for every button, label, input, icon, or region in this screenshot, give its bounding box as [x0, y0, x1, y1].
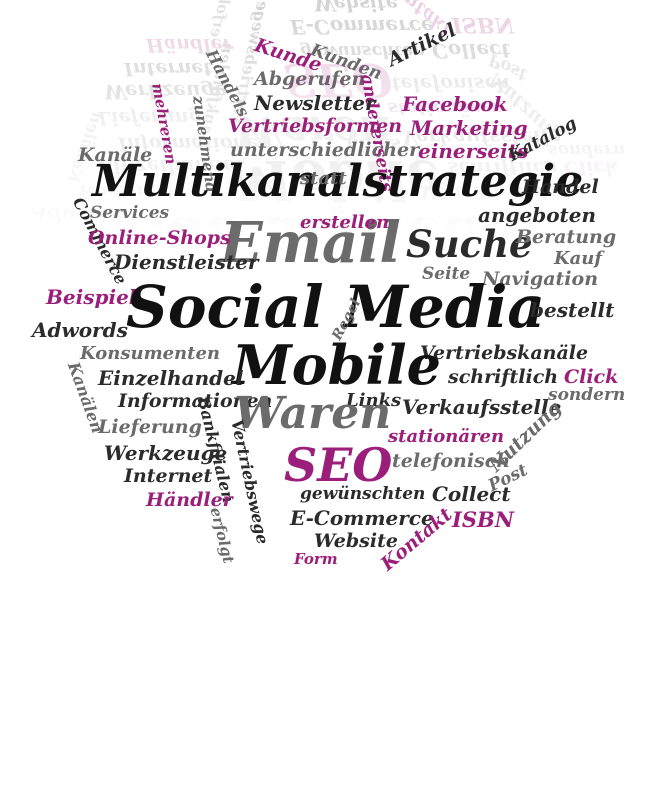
word-click: Click [564, 366, 619, 388]
word-handel: Handel [522, 176, 599, 198]
word-marketing: Marketing [410, 116, 528, 140]
word-abgerufen: Abgerufen [254, 68, 366, 90]
word-beratung: Beratung [516, 226, 617, 248]
word-unterschiedlicher: unterschiedlicher [230, 139, 420, 161]
word-links: Links [346, 390, 402, 411]
word-beispiel: Beispiel [46, 285, 137, 309]
word-vertriebsformen: Vertriebsformen [228, 115, 403, 137]
word-haendler: Händler [146, 489, 233, 511]
word-artikel: Artikel [384, 19, 460, 71]
word-services: Services [90, 203, 170, 223]
word-mehreren: mehreren [148, 81, 181, 166]
word-collect: Collect [432, 482, 511, 506]
word-social-media: Social Media [126, 273, 545, 341]
word-schriftlich: schriftlich [448, 366, 559, 388]
word-newsletter: Newsletter [254, 91, 376, 115]
word-kanaele: Kanäle [78, 144, 153, 166]
word-stationaeren: stationären [388, 426, 505, 447]
word-gewuenschten: gewünschten [300, 484, 426, 504]
word-erstellen: erstellen [300, 212, 390, 233]
word-isbn: ISBN [452, 507, 514, 532]
word-einerseits: einerseits [418, 139, 529, 163]
word-verkaufsstelle: Verkaufsstelle [402, 395, 562, 419]
word-online-shops: Online-Shops [88, 227, 231, 249]
word-bestellt: bestellt [530, 298, 615, 322]
word-email: Email [220, 210, 401, 276]
word-erfolgt: erfolgt [206, 505, 238, 566]
word-facebook: Facebook [402, 92, 508, 116]
word-form: Form [294, 550, 338, 568]
word-handels: Handels [201, 46, 254, 120]
word-sondern: sondern [548, 385, 626, 405]
word-seite: Seite [422, 264, 471, 284]
word-internet: Internet [124, 465, 213, 487]
word-mobile: Mobile [232, 333, 441, 397]
word-vertriebskanaele: Vertriebskanäle [420, 342, 589, 364]
word-telefonisch: telefonisch [392, 450, 511, 472]
word-werkzeuge: Werkzeuge [104, 441, 228, 465]
word-navigation: Navigation [482, 268, 599, 290]
word-multikanalstrategie: Multikanalstrategie [92, 156, 584, 207]
word-adwords: Adwords [32, 318, 128, 342]
word-e-commerce: E-Commerce [290, 506, 434, 530]
word-kauf: Kauf [554, 248, 603, 269]
word-dienstleister: Dienstleister [114, 250, 259, 274]
word-angeboten: angeboten [478, 203, 597, 227]
word-waren: Waren [234, 388, 392, 439]
word-konsumenten: Konsumenten [80, 343, 221, 364]
word-website: Website [314, 530, 398, 552]
word-statt: statt [300, 168, 347, 189]
word-einzelhandel: Einzelhandel [98, 366, 244, 390]
word-lieferung: Lieferung [98, 416, 202, 438]
word-informationen: Informationen [118, 390, 273, 412]
word-cloud: Kunde Kunden Handels Artikel Abgerufen m… [32, 19, 626, 575]
word-suche: Suche [406, 222, 533, 266]
word-seo: SEO [284, 438, 393, 492]
